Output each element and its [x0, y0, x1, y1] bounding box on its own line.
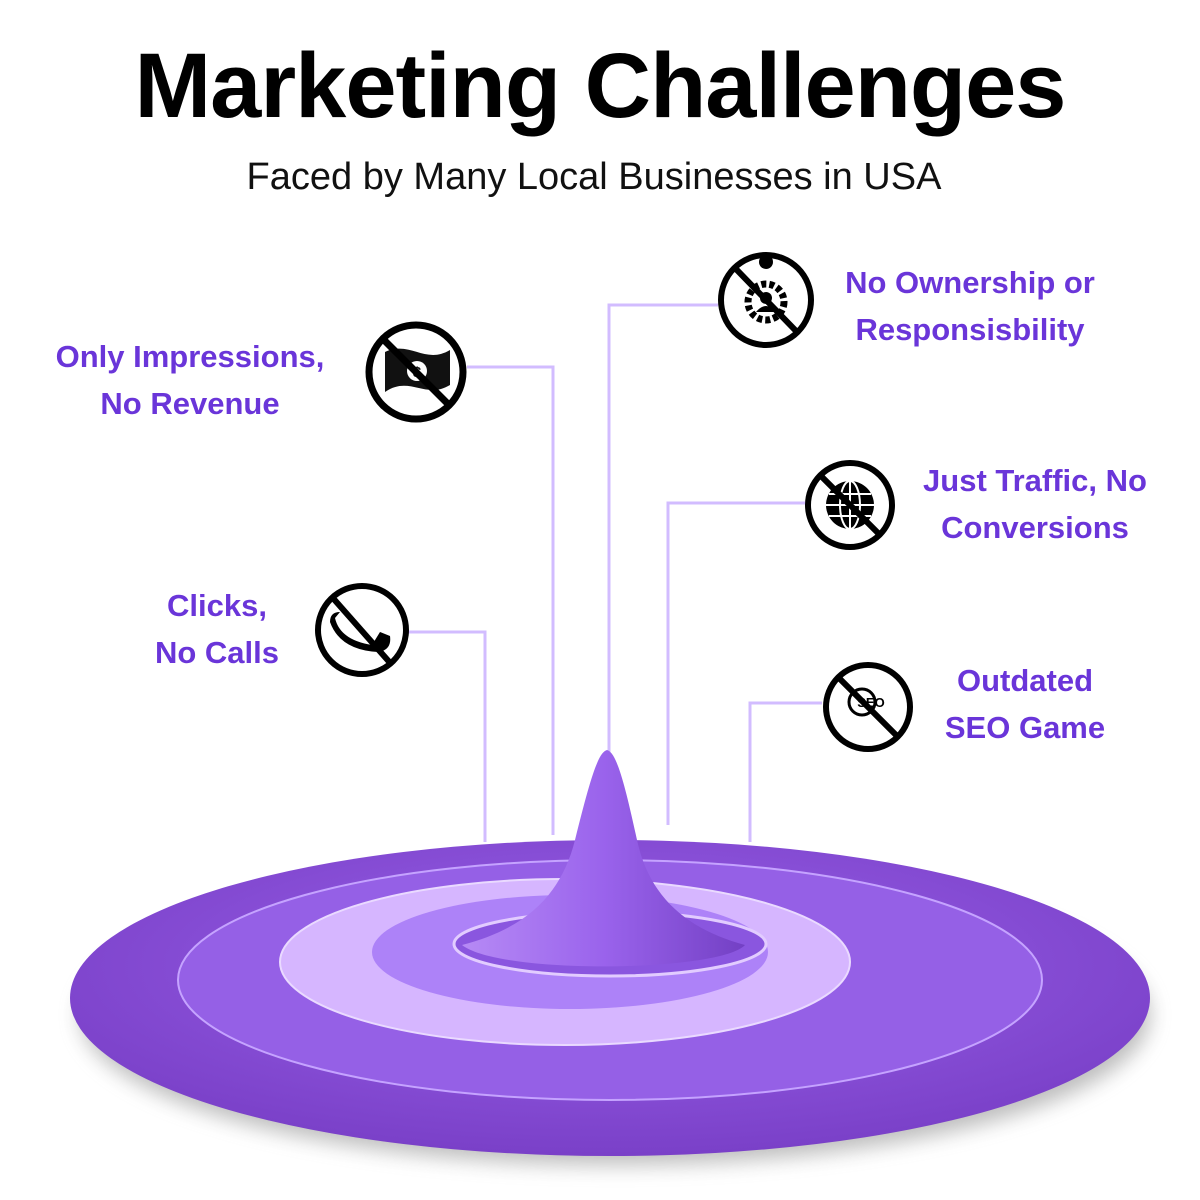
page-title: Marketing Challenges: [134, 35, 1067, 137]
connector-clicks: [408, 630, 487, 842]
label-line: No Calls: [154, 635, 280, 670]
challenge-clicks-label: Clicks, No Calls: [47, 582, 387, 676]
challenge-seo-label: Outdated SEO Game: [855, 657, 1195, 751]
connector-traffic: [666, 501, 805, 825]
page-subtitle: Faced by Many Local Businesses in USA: [246, 156, 942, 198]
challenge-impressions-label: Only Impressions, No Revenue: [20, 333, 360, 427]
label-line: Only Impressions,: [55, 339, 325, 374]
no-phone-icon: [315, 583, 409, 677]
label-line: No Revenue: [100, 386, 280, 421]
no-seo-icon: SEO: [823, 662, 913, 752]
label-line: SEO Game: [944, 710, 1106, 745]
connector-seo: [748, 701, 822, 842]
label-line: Outdated: [956, 663, 1094, 698]
label-line: Responsisbility: [855, 312, 1085, 347]
no-globe-icon: [805, 460, 895, 550]
no-money-icon: $: [365, 321, 467, 423]
label-line: Clicks,: [167, 588, 267, 623]
challenge-ownership-label: No Ownership or Responsisbility: [800, 259, 1140, 353]
label-line: Conversions: [941, 510, 1129, 545]
no-responsibility-icon: [718, 252, 814, 348]
connector-ownership: [607, 303, 718, 760]
connector-impressions: [467, 365, 555, 835]
label-line: Just Traffic, No: [923, 463, 1147, 498]
challenge-traffic-label: Just Traffic, No Conversions: [865, 457, 1200, 551]
connectors: [408, 303, 822, 842]
label-line: No Ownership or: [845, 265, 1095, 300]
center-peak: [462, 750, 745, 967]
